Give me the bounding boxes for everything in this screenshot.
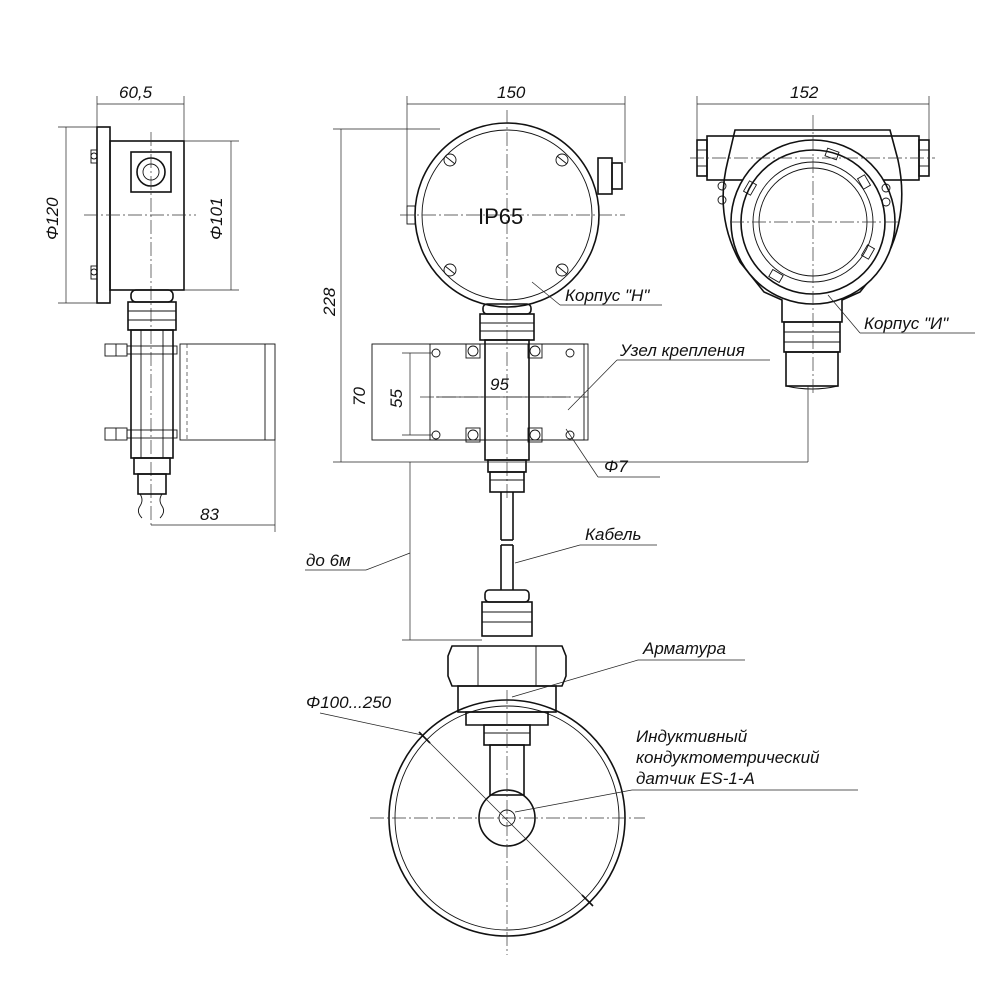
dim-front-width: 150 — [497, 83, 526, 102]
dim-mount-height: 70 — [350, 387, 369, 406]
label-housing-i: Корпус "И" — [864, 314, 949, 333]
label-sensor-line1: Индуктивный — [636, 727, 748, 746]
front-view — [305, 96, 808, 955]
dim-side-flange-diam: Φ120 — [43, 197, 62, 240]
fitting-nut — [447, 645, 567, 687]
side-cable-gland — [130, 151, 172, 193]
dim-front-height: 228 — [320, 287, 339, 317]
dim-hole-diam: Φ7 — [604, 457, 628, 476]
dim-side-width: 60,5 — [119, 83, 153, 102]
protection-rating: IP65 — [478, 204, 523, 229]
side-body — [109, 140, 185, 291]
label-sensor-line3: датчик ES-1-A — [636, 769, 755, 788]
dim-hole-spacing: 95 — [490, 375, 509, 394]
dim-mount-inner-height: 55 — [387, 389, 406, 408]
side-bracket — [179, 343, 276, 441]
label-housing-h: Корпус "Н" — [565, 286, 650, 305]
dim-pipe-diam: Φ100...250 — [306, 693, 392, 712]
label-mount-unit: Узел крепления — [619, 341, 745, 360]
right-view — [690, 96, 935, 462]
side-stem — [130, 329, 174, 459]
dim-side-body-diam: Φ101 — [207, 197, 226, 240]
dim-right-width: 152 — [790, 83, 819, 102]
sensor-gland — [481, 601, 533, 637]
side-view — [58, 96, 276, 532]
label-cable: Кабель — [585, 525, 641, 544]
housing-i-body — [722, 129, 903, 323]
label-fitting: Арматура — [642, 639, 726, 658]
dim-side-bracket: 83 — [200, 505, 219, 524]
dim-cable-length: до 6м — [306, 551, 351, 570]
label-sensor-line2: кондуктометрический — [636, 748, 820, 767]
